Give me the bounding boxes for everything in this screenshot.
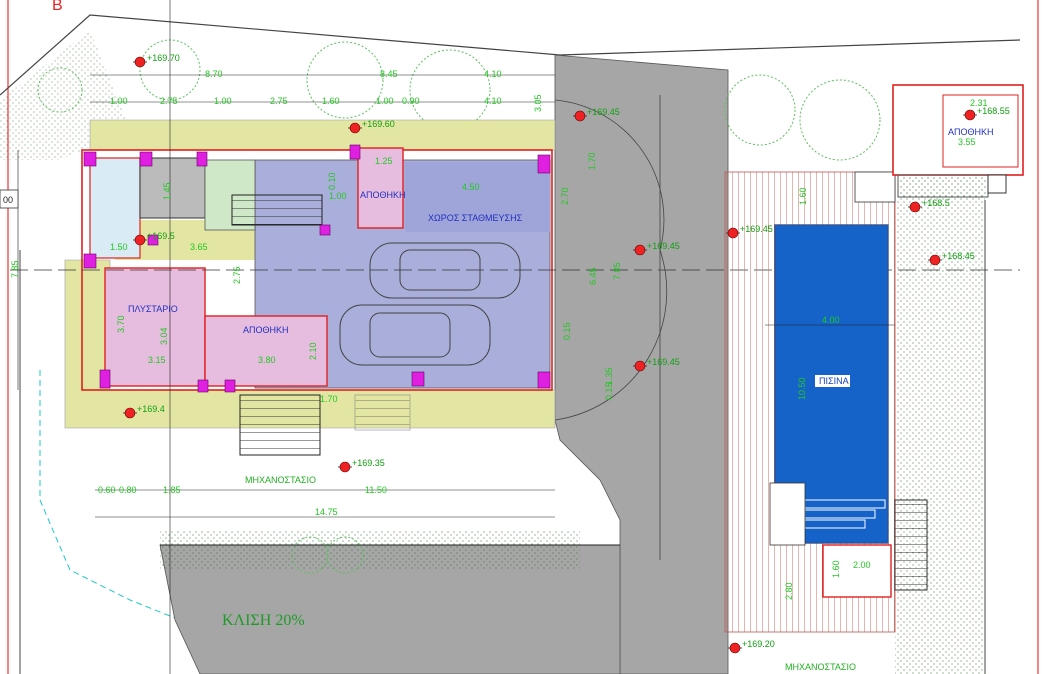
dimension-label: 2.75 <box>160 96 178 106</box>
level-marker: +168.55 <box>963 106 1010 121</box>
label-machine-room: ΜΗΧΑΝΟΣΤΑΣΙΟ <box>245 475 316 485</box>
dimension-label: 1.70 <box>587 152 597 170</box>
dimension-label: 2.75 <box>232 266 242 284</box>
dimension-label: 3.65 <box>190 242 208 252</box>
level-marker: +169.60 <box>348 119 395 134</box>
label-laundry: ΠΛΥΣΤΑΡΙΟ <box>128 304 178 314</box>
dimension-label: 1.70 <box>320 394 338 404</box>
dimension-label: 4.50 <box>462 182 480 192</box>
dimension-label: 1.45 <box>162 182 172 200</box>
level-marker: +169.35 <box>338 458 385 473</box>
dimension-label: 14.75 <box>315 507 338 517</box>
dimension-label: 0.80 <box>119 485 137 495</box>
terrace-yellow-left <box>64 259 556 429</box>
level-text: +169.4 <box>137 404 165 414</box>
level-text: +169.45 <box>647 241 680 251</box>
level-marker: +169.45 <box>726 224 773 239</box>
level-text: +169.35 <box>352 458 385 468</box>
dimension-label: 11.50 <box>365 485 387 495</box>
dimension-label: 1.00 <box>110 96 128 106</box>
level-text: +169.70 <box>147 53 180 63</box>
dimension-label: 0.90 <box>402 96 420 106</box>
dimension-label: 0.15 <box>562 322 572 340</box>
dimension-label: 0.60 <box>98 485 116 495</box>
dimension-label: 1.85 <box>163 485 181 495</box>
dimension-label: 2.80 <box>784 582 794 600</box>
dimension-label: 2.00 <box>853 560 871 570</box>
dimension-label: 3.04 <box>159 327 169 345</box>
dimension-label: 1.25 <box>375 156 393 166</box>
pool-machine-room <box>822 544 892 598</box>
label-storage-small: ΑΠΟΘΗΚΗ <box>360 190 406 200</box>
level-text: +169.20 <box>742 639 775 649</box>
level-text: +169.45 <box>587 107 620 117</box>
level-marker: +169.45 <box>633 357 680 372</box>
level-marker: +169.20 <box>728 639 775 654</box>
level-marker: +169.45 <box>633 241 680 256</box>
dimension-label: 7.85 <box>612 262 622 280</box>
stairs-top <box>231 194 323 226</box>
dimension-label: 1.60 <box>831 560 841 578</box>
label-pool: ΠΙΣΙΝΑ <box>819 376 849 386</box>
stairs-bottom <box>239 394 321 456</box>
level-marker: +169.45 <box>573 107 620 122</box>
dimension-label: 1.60 <box>798 187 808 205</box>
level-text: +169.45 <box>740 224 773 234</box>
level-marker: +168.5 <box>908 198 950 213</box>
level-marker: +169.5 <box>133 231 175 246</box>
dimension-label: 2.75 <box>270 96 288 106</box>
dimension-label: 0.10 <box>327 172 337 190</box>
dimension-label: 8.45 <box>380 69 398 79</box>
level-marker: +169.70 <box>133 53 180 68</box>
level-text: +169.45 <box>647 357 680 367</box>
dimension-label: 1.00 <box>329 191 347 201</box>
left-dim-785: 7.85 <box>10 260 20 278</box>
dimension-label: 2.70 <box>560 187 570 205</box>
label-machine-room-2: ΜΗΧΑΝΟΣΤΑΣΙΟ <box>785 662 856 672</box>
label-slope: ΚΛΙΣΗ 20% <box>222 612 305 629</box>
dimension-label: 3.80 <box>258 355 276 365</box>
dimension-label: 0.15 <box>604 382 614 400</box>
label-storage-right: ΑΠΟΘΗΚΗ <box>948 127 994 137</box>
storage-room <box>204 315 328 387</box>
dimension-label: 1.00 <box>376 96 394 106</box>
level-text: +168.5 <box>922 198 950 208</box>
level-marker: +169.4 <box>123 404 165 419</box>
storage-small <box>357 147 404 229</box>
left-dim-00: 00 <box>3 195 13 205</box>
level-text: +168.55 <box>977 106 1010 116</box>
dimension-label: 8.70 <box>205 69 223 79</box>
dimension-label: 3.05 <box>533 94 543 112</box>
dimension-label: 1.50 <box>110 242 128 252</box>
terrace-yellow <box>89 119 556 151</box>
level-text: +168.45 <box>942 251 975 261</box>
dimension-label: 4.10 <box>484 69 502 79</box>
dimension-label: 4.10 <box>484 96 502 106</box>
level-text: +169.60 <box>362 119 395 129</box>
dimension-label: 3.15 <box>148 355 166 365</box>
label-storage: ΑΠΟΘΗΚΗ <box>243 325 289 335</box>
dimension-label: 10.50 <box>797 377 807 400</box>
dimension-label: 2.31 <box>970 98 988 108</box>
sheet-letter: B <box>52 0 63 14</box>
dimension-label: 6.45 <box>588 267 598 285</box>
columns <box>83 144 551 393</box>
dimension-label: 1.00 <box>214 96 232 106</box>
dimension-label: 3.55 <box>958 137 976 147</box>
level-marker: +168.45 <box>928 251 975 266</box>
dimension-label: 1.35 <box>604 367 614 385</box>
dimension-label: 4.00 <box>822 315 840 325</box>
label-parking: ΧΩΡΟΣ ΣΤΑΘΜΕΥΣΗΣ <box>428 213 523 223</box>
car-bottom <box>339 304 491 366</box>
dimension-label: 2.10 <box>308 342 318 360</box>
dimension-label: 1.60 <box>322 96 340 106</box>
level-text: +169.5 <box>147 231 175 241</box>
dimension-label: 3.70 <box>116 315 126 333</box>
